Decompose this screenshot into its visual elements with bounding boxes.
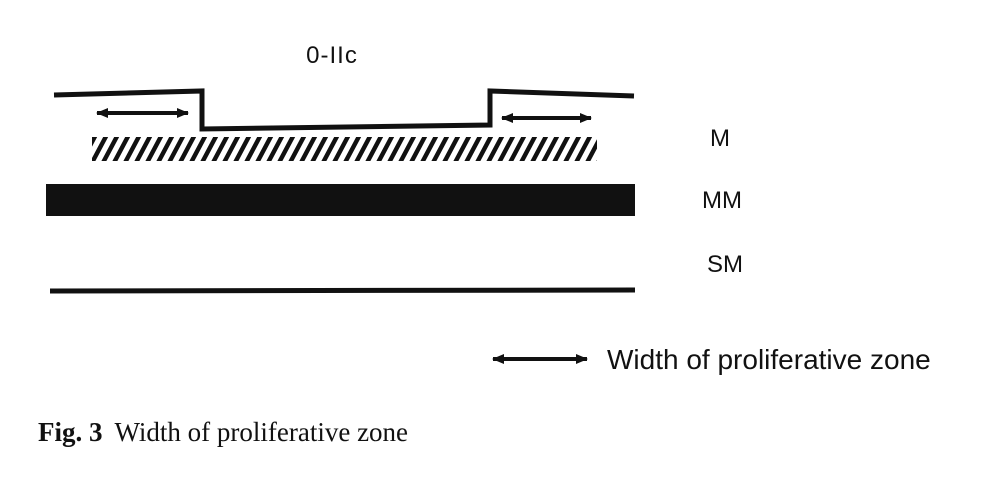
figure-caption: Fig. 3 Width of proliferative zone [38, 417, 408, 448]
proliferative-zone-band [92, 137, 597, 161]
layer-label-m: M [710, 125, 730, 152]
figure-number: Fig. 3 [38, 417, 103, 447]
lesion-label: 0-IIc [306, 42, 358, 69]
legend-label: Width of proliferative zone [607, 344, 931, 375]
figure-caption-text: Width of proliferative zone [114, 417, 409, 447]
layer-label-sm: SM [707, 251, 743, 278]
mucosal-surface-line [53, 88, 635, 132]
muscularis-mucosae-band [46, 184, 635, 216]
submucosa-bottom-line [49, 287, 636, 294]
layer-label-mm: MM [702, 187, 742, 214]
